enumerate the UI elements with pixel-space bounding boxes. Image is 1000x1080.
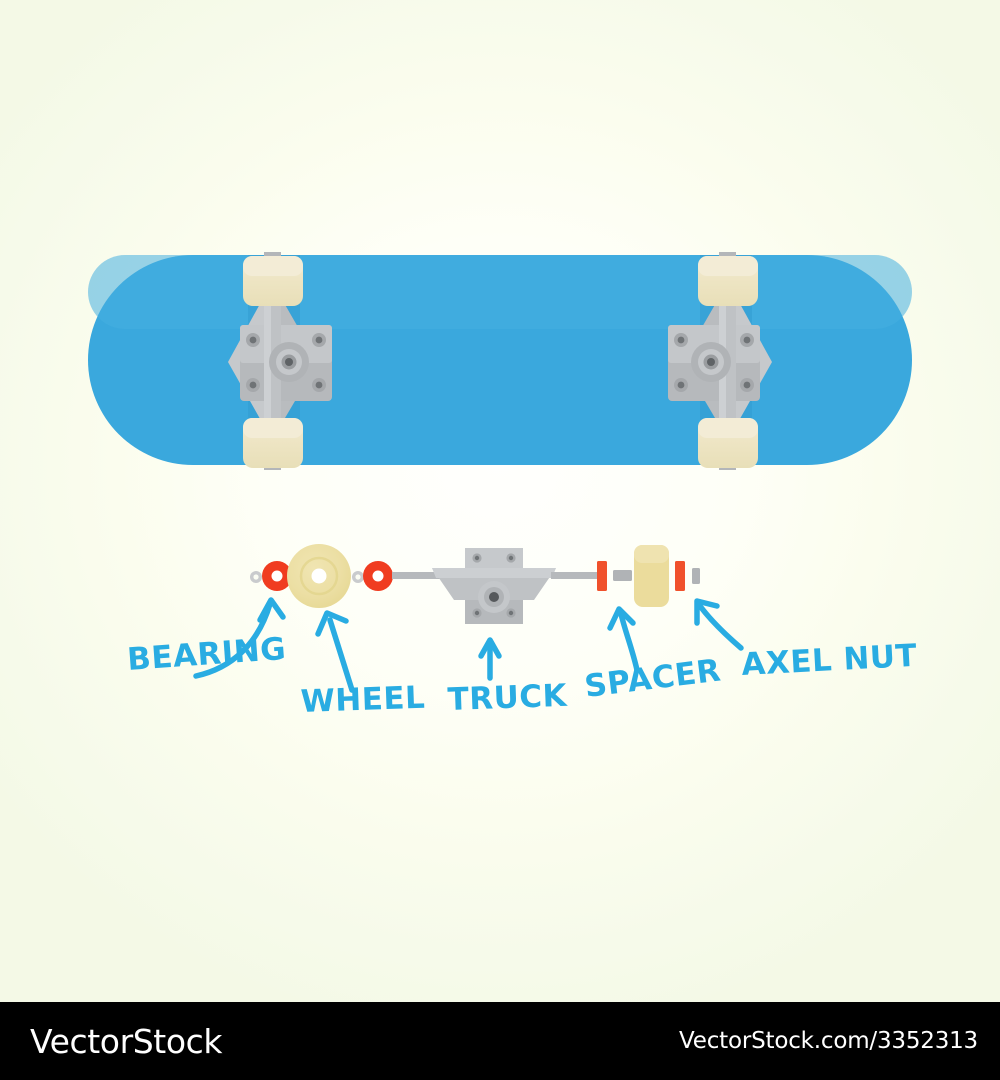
arrow-truck-head (478, 637, 502, 659)
truck-front-bolt-tr-core (508, 555, 514, 561)
truck-hanger-top-face (432, 568, 556, 578)
skateboard-diagram: BEARING WHEEL TRUCK SPACER AXEL NUT (88, 252, 918, 720)
washer-inner-right-hole (355, 574, 361, 580)
deck-highlight (88, 255, 912, 329)
axle-rod-left (392, 572, 440, 579)
wheel-disc-ring (299, 556, 339, 596)
watermark-footer: VectorStock VectorStock.com/3352313 (0, 1002, 1000, 1080)
bearing-right-hole (372, 570, 384, 582)
label-spacer: SPACER (583, 653, 723, 705)
truck-right-bolt-bl-core (677, 381, 685, 389)
bearing-left-hole (271, 570, 283, 582)
truck-front-view (432, 548, 556, 624)
arrow-bearing (193, 601, 273, 679)
wheel-body-block-hl (634, 545, 669, 563)
arrow-axel-nut-head (694, 598, 720, 626)
deck-truck-right (668, 252, 772, 470)
label-wheel: WHEEL (300, 680, 426, 720)
arrow-bearing-head (257, 597, 286, 623)
truck-front-bolt-br-core (508, 610, 514, 616)
truck-left-bolt-br-core (315, 381, 323, 389)
label-bearing: BEARING (126, 631, 287, 678)
wheel-deck-right-top-hl (698, 256, 758, 276)
arrow-axel-nut (697, 603, 744, 651)
wheel-disc-hub (311, 568, 327, 584)
truck-front-bolt-tl-core (474, 555, 480, 561)
wheel-deck-right-bottom-hl (698, 418, 758, 438)
bearing-ring-right (675, 561, 685, 591)
label-axel-nut: AXEL NUT (741, 638, 919, 683)
truck-left-bolt-bl-core (249, 381, 257, 389)
truck-left-bolt-tl-core (249, 336, 257, 344)
truck-front-bolt-bl-core (474, 610, 480, 616)
arrow-wheel (327, 617, 355, 693)
axle-rod-right (551, 572, 599, 579)
arrow-spacer (618, 611, 640, 673)
washer-outer-left-hole (253, 574, 259, 580)
vectorstock-logo: VectorStock (30, 1022, 223, 1061)
vectorstock-url: VectorStock.com/3352313 (679, 1028, 978, 1054)
truck-right-kingpin-core (707, 358, 715, 366)
callout-arrows (193, 597, 744, 693)
truck-left-bolt-tr-core (315, 336, 323, 344)
axel-nut-piece (692, 568, 700, 584)
arrow-wheel-head (315, 610, 349, 637)
spacer-piece (613, 570, 632, 581)
label-truck: TRUCK (447, 678, 568, 718)
part-labels: BEARING WHEEL TRUCK SPACER AXEL NUT (126, 631, 918, 720)
truck-front-kingpin-core (489, 592, 499, 602)
arrow-spacer-head (607, 606, 636, 631)
deck-truck-left (228, 252, 332, 470)
deck-assembly (88, 252, 912, 470)
illustration-canvas: BEARING WHEEL TRUCK SPACER AXEL NUT (0, 0, 1000, 1002)
truck-left-axle-rod-hl (264, 280, 271, 442)
wheel-deck-left-bottom-hl (243, 418, 303, 438)
truck-left-kingpin-core (285, 358, 293, 366)
bearing-ring-left (597, 561, 607, 591)
exploded-axle-assembly (250, 544, 700, 624)
truck-right-bolt-tl-core (677, 336, 685, 344)
truck-right-bolt-br-core (743, 381, 751, 389)
truck-right-bolt-tr-core (743, 336, 751, 344)
wheel-deck-left-top-hl (243, 256, 303, 276)
